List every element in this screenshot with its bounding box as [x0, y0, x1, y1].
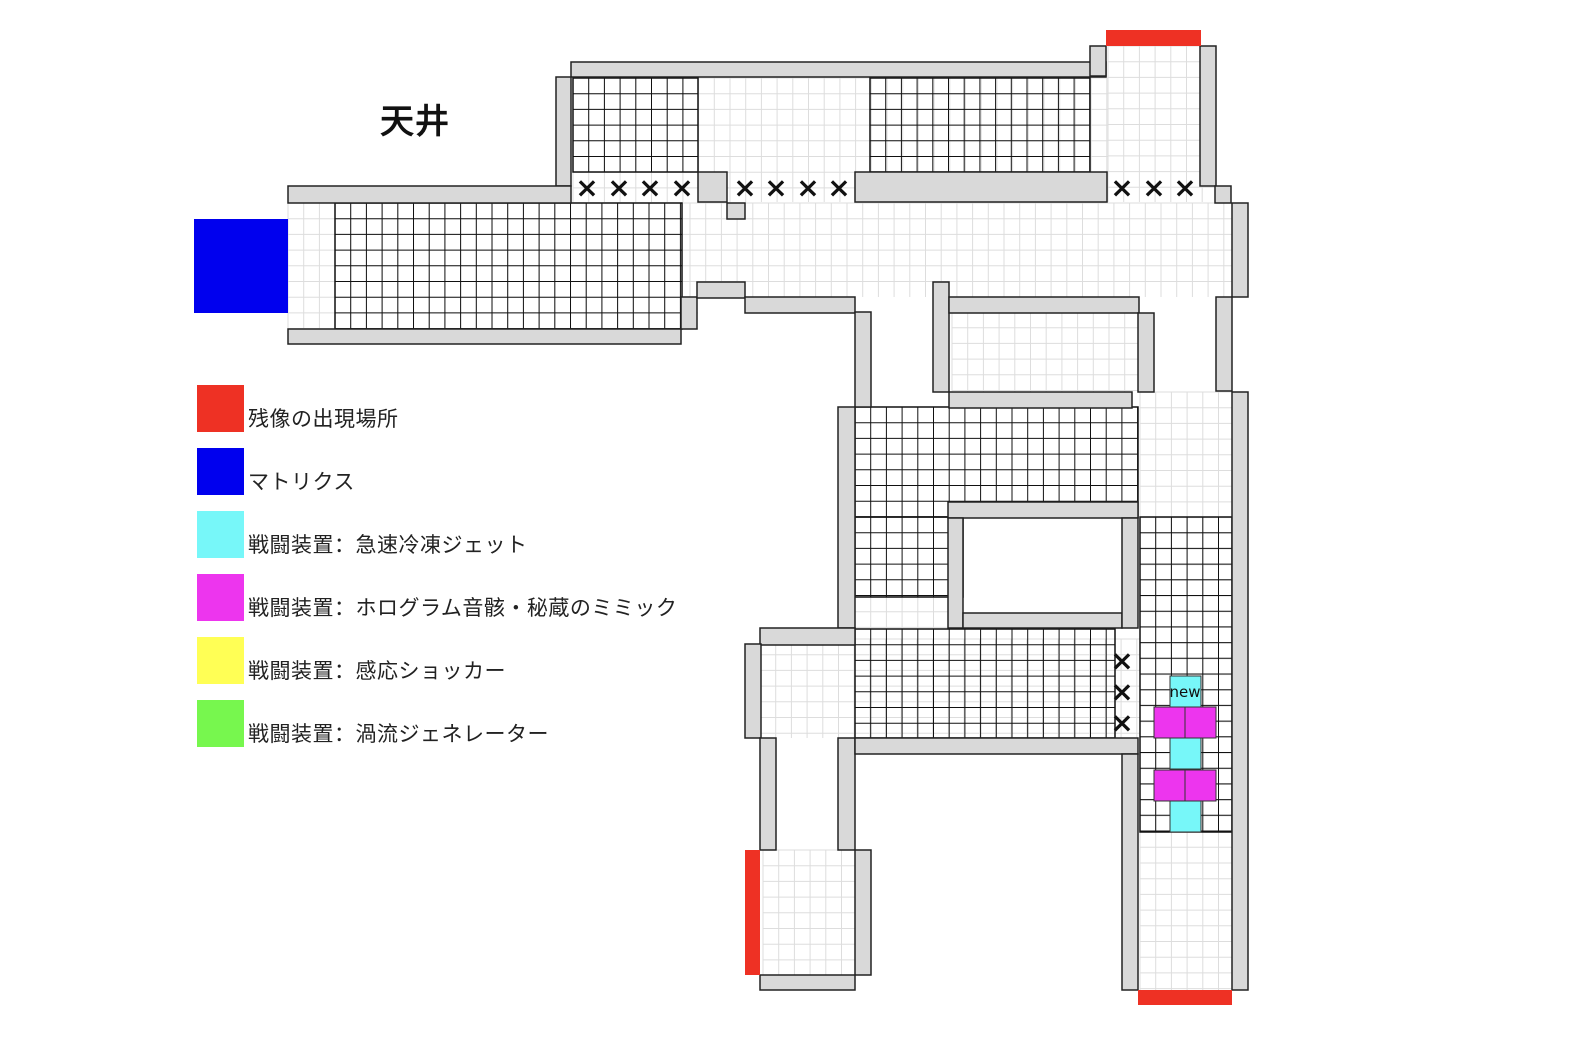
wall-segment: [759, 627, 856, 646]
wall-segment: [1231, 391, 1249, 991]
legend-label-freeze-jet: 戦闘装置：急速冷凍ジェット: [248, 533, 528, 557]
wall-segment: [1231, 202, 1249, 298]
legend-swatch-hologram-mimic: [197, 574, 244, 621]
blocked-marker: ×: [1110, 644, 1133, 677]
wall-segment: [947, 517, 964, 629]
items-layer: new××××××××××××××: [194, 30, 1232, 1005]
wall-segment: [744, 643, 762, 739]
blocked-marker: ×: [575, 171, 598, 204]
freeze-jet-device: [1169, 675, 1202, 708]
spawn-point: [745, 850, 760, 975]
blocked-marker: ×: [1110, 171, 1133, 204]
wall-segment: [759, 737, 777, 851]
legend-swatch-freeze-jet: [197, 511, 244, 558]
blocked-marker: ×: [670, 171, 693, 204]
wall-segment: [287, 185, 572, 204]
wall-segment: [962, 612, 1123, 629]
wall-segment: [1089, 45, 1107, 77]
matrix-square: [194, 219, 288, 313]
wall-segment: [680, 296, 698, 330]
wall-segment: [287, 328, 682, 345]
spawn-point: [1138, 990, 1232, 1005]
wall-segment: [1121, 517, 1139, 629]
blocked-marker: ×: [1142, 171, 1165, 204]
blocked-marker: ×: [796, 171, 819, 204]
legend-swatch-matrix: [197, 448, 244, 495]
wall-segment: [1214, 185, 1232, 204]
wall-segment: [837, 737, 856, 851]
wall-segment: [555, 76, 572, 187]
wall-segment: [932, 281, 950, 393]
hologram-mimic-device: [1153, 706, 1186, 739]
map-title: 天井: [380, 102, 450, 142]
hologram-mimic-device: [1153, 769, 1186, 802]
blocked-marker: ×: [607, 171, 630, 204]
wall-segment: [744, 296, 856, 314]
wall-segment: [854, 849, 872, 976]
wall-segment: [1199, 45, 1217, 187]
wall-segment: [854, 171, 1108, 203]
wall-segment: [726, 202, 746, 220]
wall-segment: [759, 974, 856, 991]
hologram-mimic-device: [1184, 706, 1217, 739]
wall-segment: [854, 311, 872, 408]
wall-segment: [1121, 753, 1139, 991]
blocked-marker: ×: [638, 171, 661, 204]
wall-segment: [570, 61, 1107, 78]
blocked-marker: ×: [1173, 171, 1196, 204]
legend-label-matrix: マトリクス: [248, 470, 355, 494]
wall-segment: [947, 501, 1139, 519]
walls-layer: [287, 45, 1249, 991]
legend-label-spawn: 残像の出現場所: [248, 407, 399, 431]
blocked-marker: ×: [764, 171, 787, 204]
floor-area: [760, 639, 1158, 738]
blocked-marker: ×: [1110, 706, 1133, 739]
floor-area: [952, 312, 1138, 392]
legend-label-hologram-mimic: 戦闘装置：ホログラム音骸・秘蔵のミミック: [248, 596, 678, 620]
blocked-marker: ×: [1110, 675, 1133, 708]
wall-segment: [1215, 296, 1233, 392]
freeze-jet-device: [1169, 800, 1202, 833]
wall-segment: [696, 281, 746, 299]
wall-segment: [1137, 312, 1155, 393]
wall-segment: [948, 296, 1140, 314]
hologram-mimic-device: [1184, 769, 1217, 802]
legend-label-induction-shocker: 戦闘装置：感応ショッカー: [248, 659, 506, 683]
wall-segment: [837, 406, 856, 629]
spawn-point: [1106, 30, 1201, 46]
blocked-marker: ×: [733, 171, 756, 204]
legend-swatch-induction-shocker: [197, 637, 244, 684]
new-label: new: [1169, 683, 1200, 701]
legend-swatch-spawn: [197, 385, 244, 432]
wall-segment: [854, 737, 1139, 755]
wall-segment: [948, 391, 1133, 409]
wall-segment: [697, 171, 728, 203]
legend-swatch-vortex-generator: [197, 700, 244, 747]
blocked-marker: ×: [827, 171, 850, 204]
freeze-jet-device: [1169, 737, 1202, 770]
legend-label-vortex-generator: 戦闘装置：渦流ジェネレーター: [248, 722, 549, 746]
